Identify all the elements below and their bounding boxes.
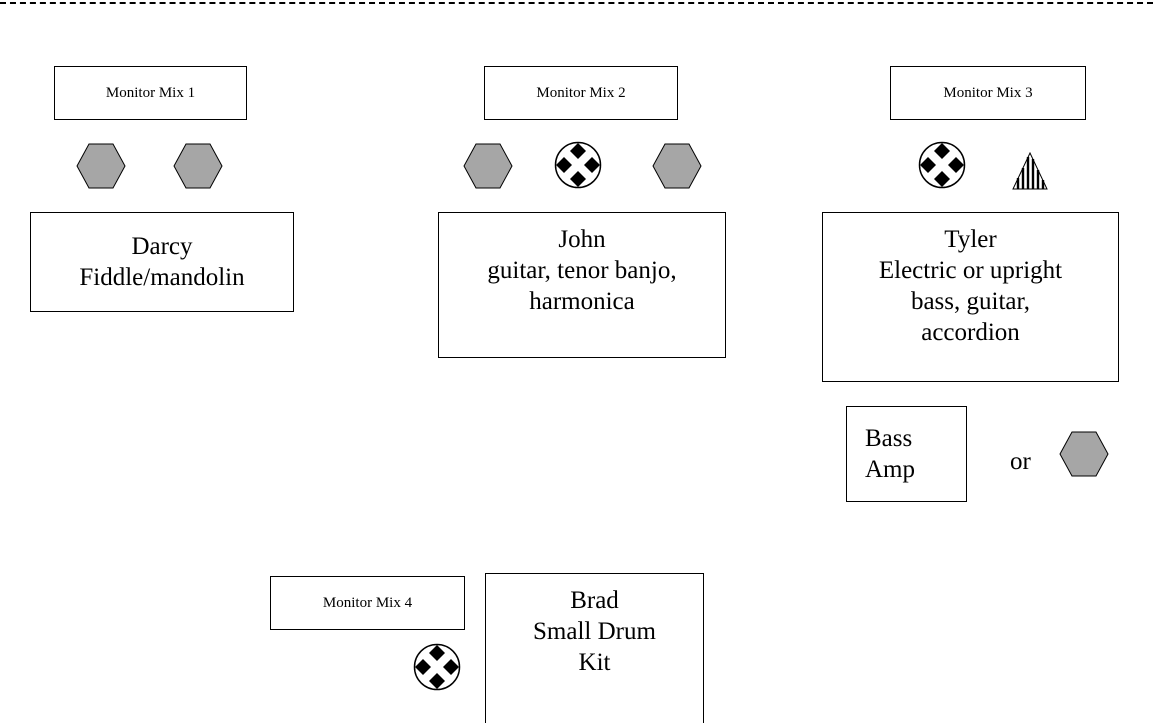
performer-name: Tyler (944, 226, 997, 253)
page-divider (0, 2, 1153, 4)
performer-instruments: Kit (578, 649, 611, 676)
performer-name: John (558, 226, 606, 253)
di-box-icon (76, 143, 126, 189)
di-box-icon (463, 143, 513, 189)
microphone-icon (918, 141, 966, 189)
performer-instruments: guitar, tenor banjo, (487, 257, 677, 284)
microphone-icon (413, 643, 461, 691)
performer-brad: Brad Small Drum Kit (485, 573, 704, 723)
monitor-mix-1-label: Monitor Mix 1 (54, 66, 247, 120)
di-box-icon (652, 143, 702, 189)
di-box-icon (1059, 431, 1109, 477)
performer-name: Brad (570, 587, 619, 614)
performer-instruments: Fiddle/mandolin (79, 264, 245, 291)
monitor-mix-4-label: Monitor Mix 4 (270, 576, 465, 630)
bass-amp-label: Bass (865, 425, 913, 452)
performer-john: John guitar, tenor banjo, harmonica (438, 212, 726, 358)
performer-darcy: Darcy Fiddle/mandolin (30, 212, 294, 312)
bass-amp-box: Bass Amp (846, 406, 967, 502)
performer-instruments: harmonica (529, 288, 635, 315)
performer-instruments: Small Drum (533, 618, 656, 645)
bass-amp-label: Amp (865, 456, 915, 483)
microphone-icon (554, 141, 602, 189)
performer-instruments: bass, guitar, (910, 288, 1031, 315)
amp-mic-icon (1012, 152, 1048, 190)
performer-tyler: Tyler Electric or upright bass, guitar, … (822, 212, 1119, 382)
performer-name: Darcy (131, 233, 193, 260)
or-label: or (1010, 448, 1031, 475)
performer-instruments: Electric or upright (878, 257, 1063, 284)
monitor-mix-2-label: Monitor Mix 2 (484, 66, 678, 120)
monitor-mix-3-label: Monitor Mix 3 (890, 66, 1086, 120)
performer-instruments: accordion (921, 319, 1020, 346)
di-box-icon (173, 143, 223, 189)
